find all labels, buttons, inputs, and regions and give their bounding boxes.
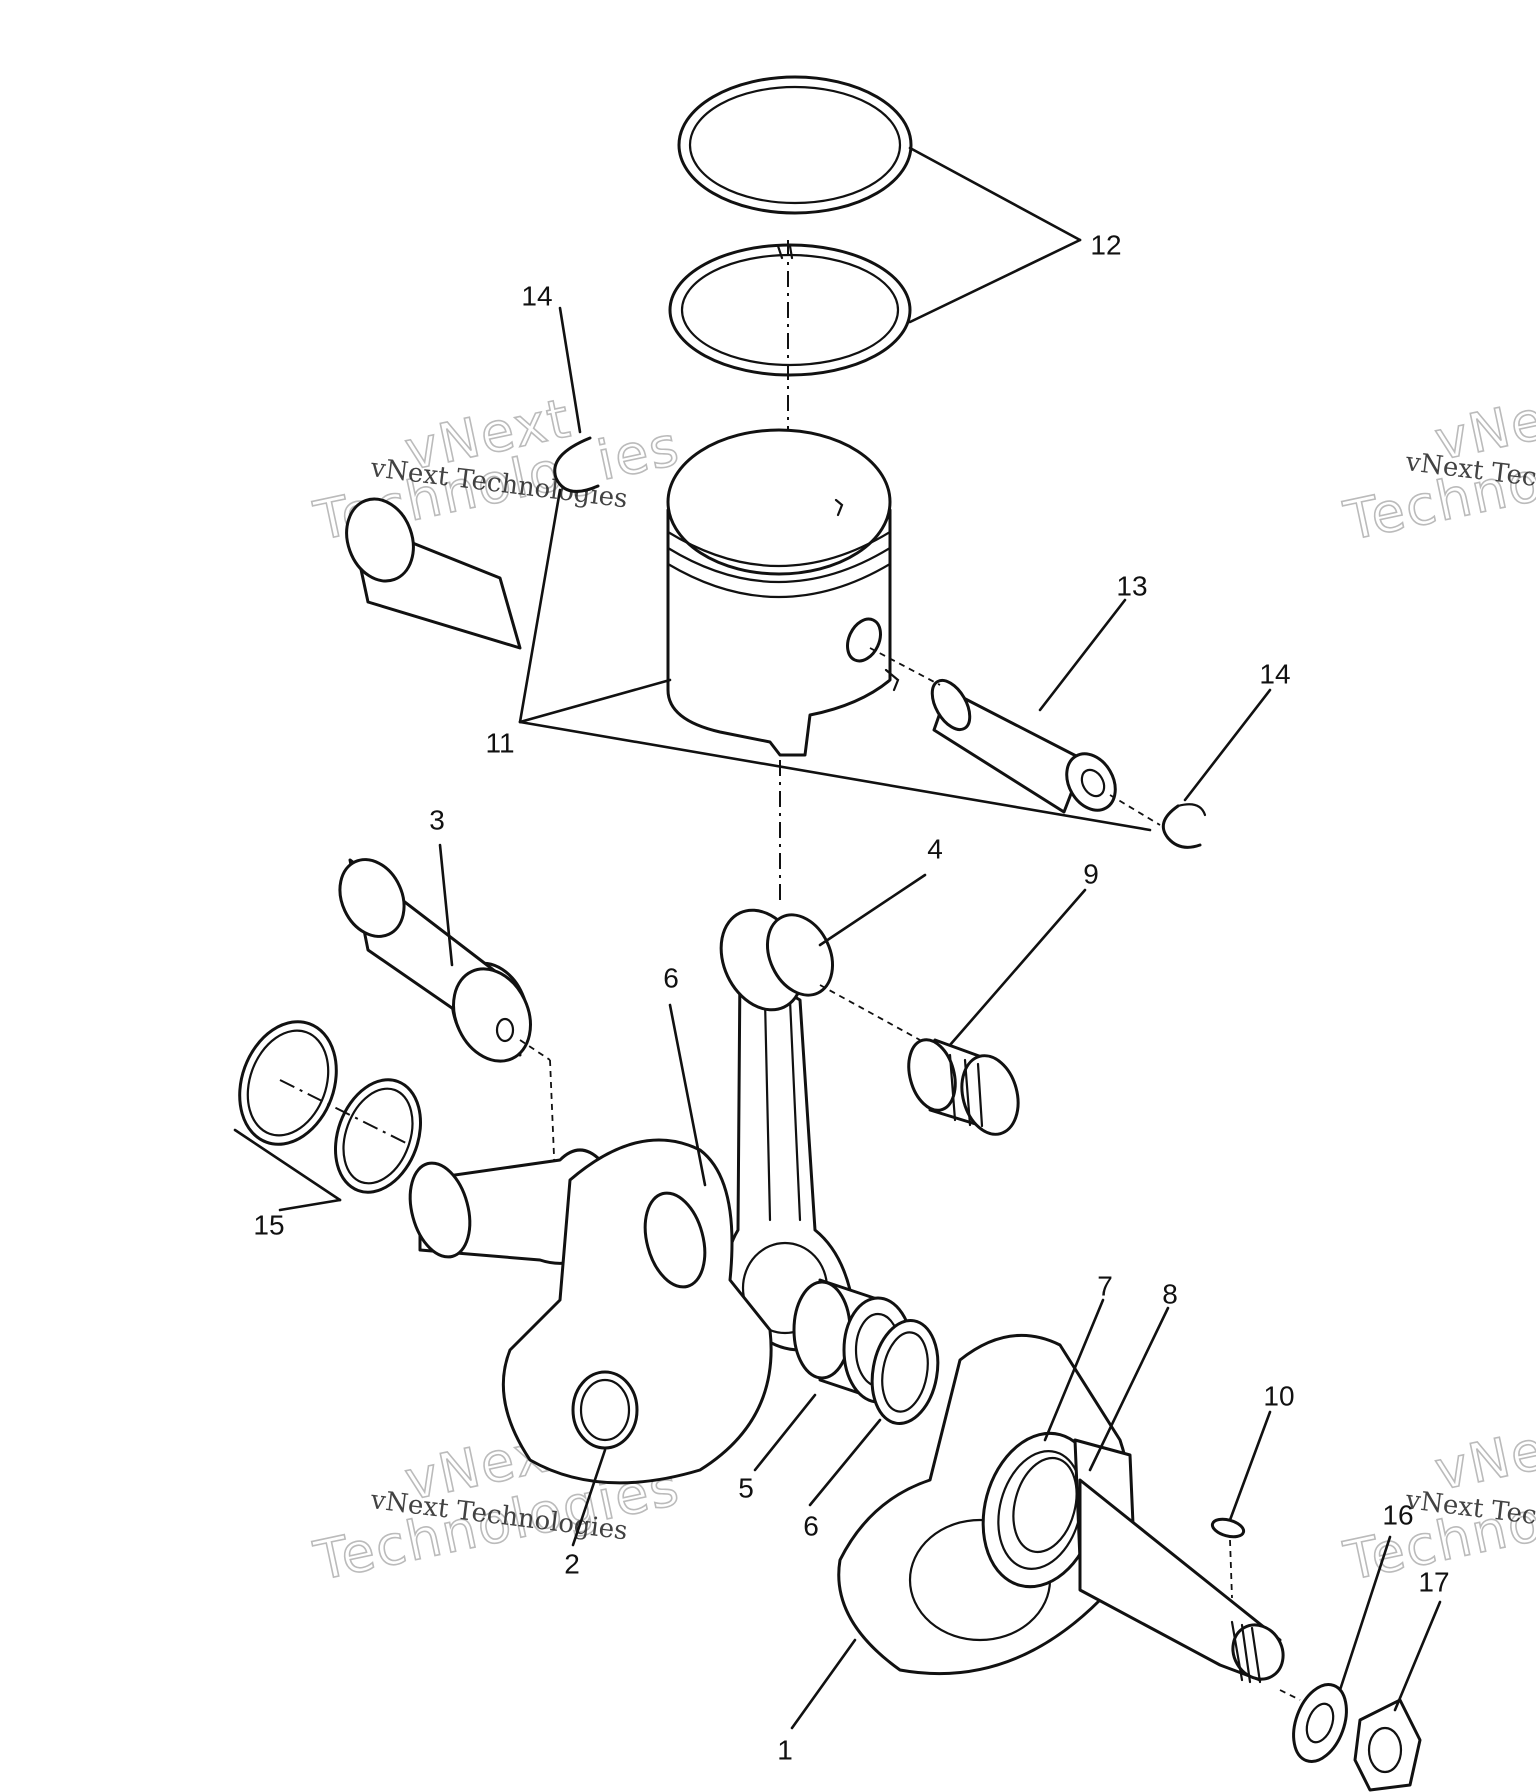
- crank-half-left: [408, 1138, 773, 1485]
- callout-labels: 12 14 11 13 14 3 4 9 6 15 7 8 10 5 6 16 …: [253, 229, 1449, 1765]
- callout-10: 10: [1263, 1380, 1294, 1411]
- callout-1: 1: [777, 1734, 793, 1765]
- pin-axis-line: [869, 647, 941, 686]
- bearing-axis-line: [819, 984, 921, 1041]
- callout-14-left: 14: [521, 280, 552, 311]
- crankpin-body: [338, 858, 532, 1063]
- circlip-left: [553, 436, 600, 493]
- callout-2: 2: [564, 1548, 580, 1579]
- lock-washer: [1292, 1683, 1348, 1763]
- callout-6-lower: 6: [803, 1510, 819, 1541]
- watermark-big-vnext: vNext: [1430, 1406, 1536, 1503]
- callout-5: 5: [738, 1472, 754, 1503]
- woodruff-key: [1210, 1517, 1246, 1539]
- key-axis-line: [1229, 1539, 1233, 1599]
- callout-12: 12: [1090, 229, 1121, 260]
- nut-axis-line: [1279, 1689, 1301, 1701]
- piston-ring-second: [668, 243, 912, 377]
- piston-ring-top: [677, 75, 913, 215]
- leader-lines: [233, 146, 1442, 1730]
- callout-15: 15: [253, 1209, 284, 1240]
- callout-6-upper: 6: [663, 962, 679, 993]
- callout-11: 11: [485, 727, 514, 758]
- callout-16: 16: [1382, 1499, 1413, 1530]
- seal-inner: [333, 1078, 423, 1194]
- watermark-bottom-right: vNext Technologies vNext Technologies: [1338, 1405, 1536, 1593]
- needle-bearing-small-end: [907, 1038, 1020, 1136]
- crankshaft-nut: [1353, 1698, 1422, 1792]
- callout-4: 4: [927, 833, 943, 864]
- piston-pin: [930, 678, 1117, 814]
- callout-17: 17: [1418, 1566, 1449, 1597]
- callout-13: 13: [1116, 570, 1147, 601]
- callout-14-right: 14: [1259, 658, 1290, 689]
- piston: [666, 428, 900, 757]
- crankshaft-taper: [1078, 1478, 1285, 1684]
- callout-7: 7: [1097, 1270, 1113, 1301]
- callout-9: 9: [1083, 858, 1099, 889]
- thrust-washer-center: [870, 1318, 940, 1426]
- pin-axis-line-2: [1109, 794, 1161, 826]
- callout-3: 3: [429, 804, 445, 835]
- seal-axis: [279, 1079, 411, 1146]
- callout-8: 8: [1162, 1278, 1178, 1309]
- circlip-right: [1161, 803, 1207, 849]
- watermark-top-right: vNext Technologies vNext Technologies: [1338, 375, 1536, 553]
